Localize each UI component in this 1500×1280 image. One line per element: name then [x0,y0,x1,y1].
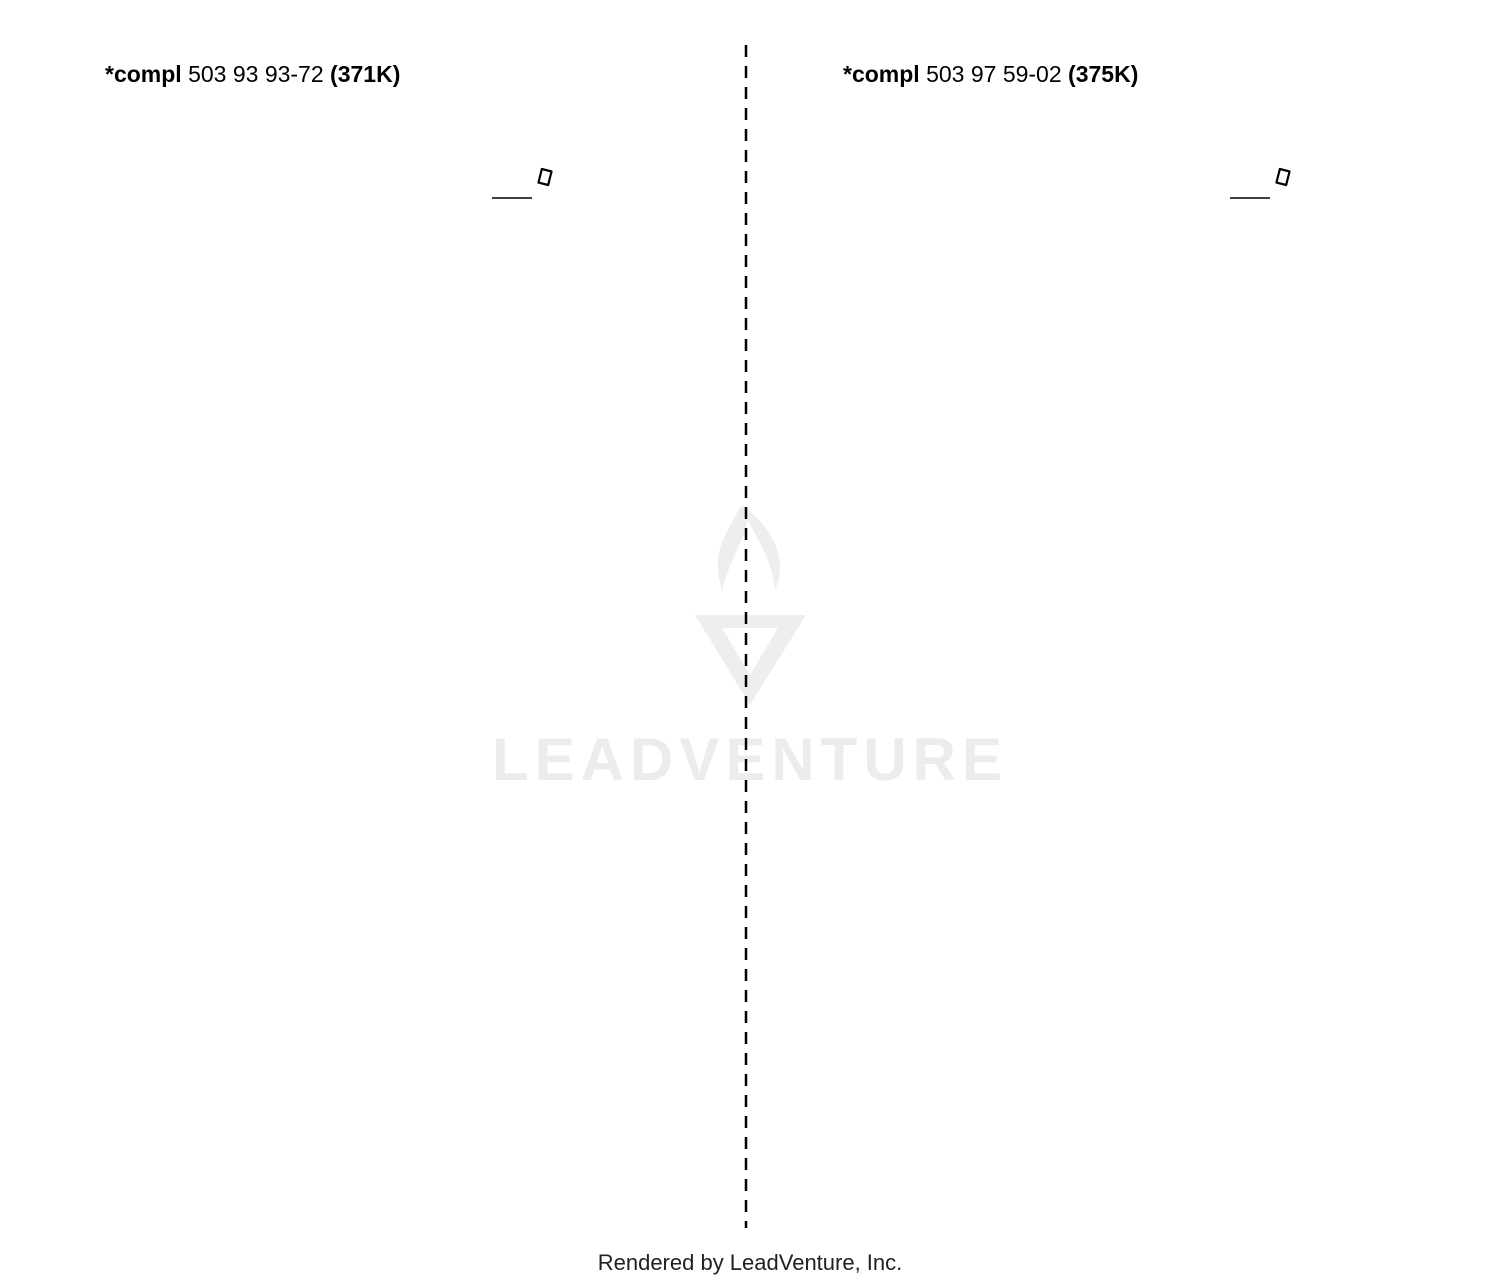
panel-content: *compl 503 93 93-72 (371K) 503 23 51-08 … [105,61,553,199]
panel-375k: *compl 503 97 59-02 (375K) 503 23 51-08 … [843,61,1291,199]
watermark: LEADVENTURE [492,505,1008,793]
panel-371k: *compl 503 93 93-72 (371K) 503 23 51-08 … [105,61,553,199]
watermark-text: LEADVENTURE [492,726,1008,793]
panel-content: *compl 503 97 59-02 (375K) 503 23 51-08 … [843,61,1291,199]
spark-plug [537,167,553,187]
assembly-header: *compl 503 93 93-72 (371K) [105,61,400,87]
flame-logo-icon [717,505,780,590]
v-logo-icon [695,615,806,705]
assembly-header: *compl 503 97 59-02 (375K) [843,61,1138,87]
spark-plug [1275,167,1291,187]
footer-credit: Rendered by LeadVenture, Inc. [598,1250,903,1275]
